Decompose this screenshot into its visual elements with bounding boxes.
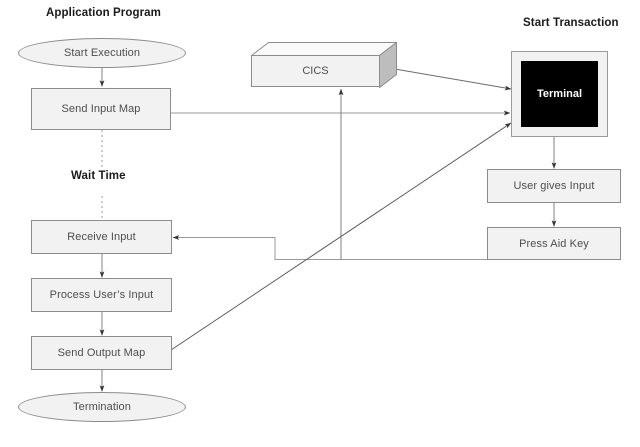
node-start-execution[interactable]: Start Execution — [18, 38, 186, 68]
node-process-user-input[interactable]: Process User’s Input — [31, 278, 172, 312]
connector-cics-to-terminal — [388, 67, 512, 91]
connector-sendoutput-to-terminal — [170, 122, 512, 351]
node-send-input-map[interactable]: Send Input Map — [31, 88, 171, 130]
node-press-aid-key[interactable]: Press Aid Key — [487, 227, 621, 260]
terminal-screen: Terminal — [521, 61, 598, 127]
node-receive-input[interactable]: Receive Input — [31, 220, 172, 254]
section-title-start-transaction: Start Transaction — [523, 17, 619, 29]
cics-label: CICS — [251, 55, 380, 87]
wait-time-label: Wait Time — [71, 170, 126, 182]
node-cics[interactable]: CICS — [251, 42, 397, 88]
node-termination[interactable]: Termination — [18, 392, 186, 422]
node-user-gives-input[interactable]: User gives Input — [487, 169, 621, 203]
node-terminal[interactable]: Terminal — [511, 51, 608, 137]
section-title-application-program: Application Program — [46, 7, 161, 19]
node-send-output-map[interactable]: Send Output Map — [31, 336, 172, 370]
